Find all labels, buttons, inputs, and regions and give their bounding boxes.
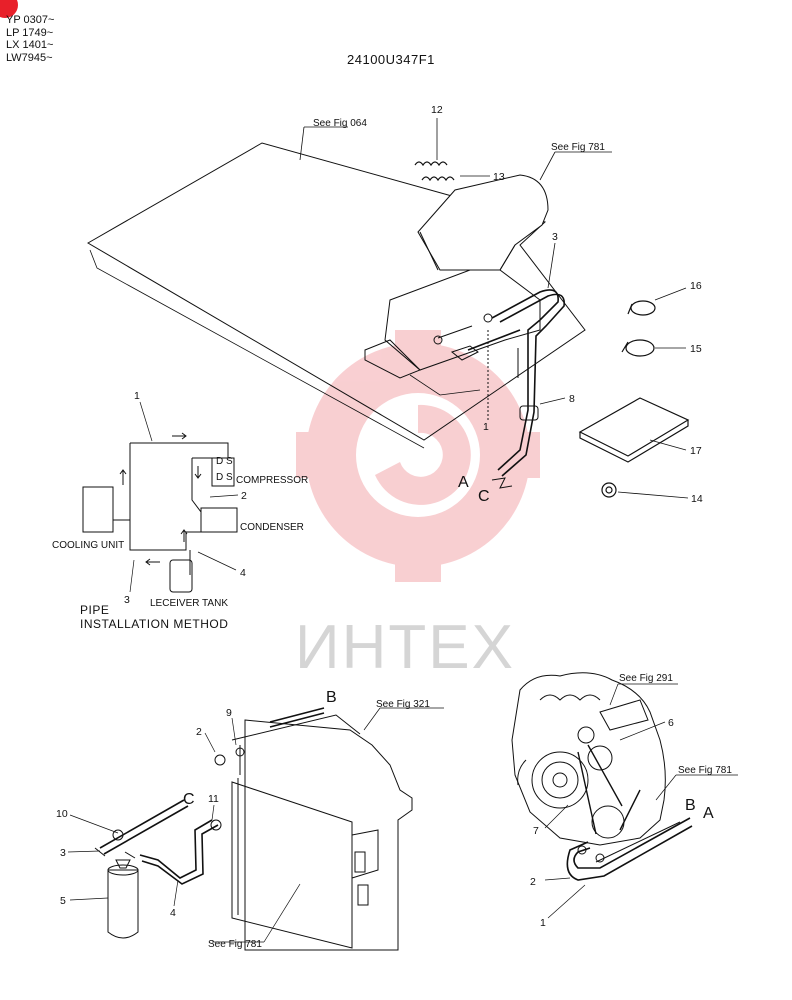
callout-17: 17: [690, 445, 702, 457]
condenser-label: CONDENSER: [240, 522, 304, 533]
port-s-label-2: S: [226, 472, 233, 483]
pipe-letter-c-top: C: [478, 488, 490, 505]
plate-17: [578, 397, 690, 457]
callout-3-schematic: 3: [124, 594, 130, 606]
ref-fig064: See Fig 064: [313, 118, 367, 129]
callout-1-engine: 1: [540, 917, 546, 929]
callout-2-engine: 2: [530, 876, 536, 888]
ref-fig291: See Fig 291: [619, 673, 673, 684]
callout-10: 10: [56, 808, 68, 820]
drive-belt: [577, 744, 641, 835]
port-d-label-2: D: [216, 472, 223, 483]
compressor-pulley: [531, 751, 589, 809]
callout-12: 12: [431, 104, 443, 116]
callout-1-schematic: 1: [134, 390, 140, 402]
callout-3-top: 3: [552, 231, 558, 243]
callout-11: 11: [208, 793, 219, 805]
ref-fig781-engine: See Fig 781: [678, 765, 732, 776]
callout-2-schematic: 2: [241, 490, 247, 502]
schematic-caption: PIPE INSTALLATION METHOD: [80, 603, 228, 631]
leader-lines-top: [299, 118, 689, 499]
callout-4-bottom: 4: [170, 907, 176, 919]
ref-fig321: See Fig 321: [376, 699, 430, 710]
serial-range: LX 1401~: [6, 39, 54, 51]
condenser-assembly: [67, 707, 444, 951]
pipe-letter-a-engine: A: [703, 805, 714, 822]
pipe-4-bottom: [139, 819, 213, 879]
receiver-tank-box: [169, 559, 193, 593]
cooling-unit-box: [82, 486, 114, 533]
serial-range: YP 0307~: [6, 14, 55, 26]
ref-fig781-top: See Fig 781: [551, 142, 605, 153]
clip-parts-12-13: [414, 161, 455, 182]
receiver-tank: [107, 869, 139, 939]
top-assembly: [87, 142, 586, 489]
pipe-letter-c-bottom: C: [183, 791, 195, 808]
callout-8: 8: [569, 393, 575, 405]
watermark-text: ИНТЕХ: [295, 613, 515, 682]
engine-assembly: [511, 672, 738, 919]
callout-9: 9: [226, 707, 232, 719]
document-code: 24100U347F1: [347, 52, 435, 67]
callout-14: 14: [691, 493, 703, 505]
callout-1-top: 1: [483, 421, 489, 433]
callout-3-bottom: 3: [60, 847, 66, 859]
callout-16: 16: [690, 280, 702, 292]
port-d-label: D: [216, 456, 223, 467]
pipe-letter-a-top: A: [458, 474, 469, 491]
small-parts-14-17: [578, 300, 690, 498]
callout-6: 6: [668, 717, 674, 729]
ref-fig781-bottom: See Fig 781: [208, 939, 262, 950]
callout-13: 13: [493, 171, 505, 183]
caption-line: INSTALLATION METHOD: [80, 617, 229, 631]
callout-4-schematic: 4: [240, 567, 246, 579]
receiver-tank-label: LECEIVER TANK: [150, 598, 228, 609]
watermark-logo: [296, 330, 540, 582]
compressor-label: COMPRESSOR: [236, 475, 308, 486]
pipe-letter-b-bottom: B: [326, 689, 337, 706]
caption-line: PIPE: [80, 603, 110, 617]
corner-marker: [0, 0, 18, 18]
pipe-schematic: [82, 401, 239, 593]
callout-7: 7: [533, 825, 539, 837]
pipe-letter-b-engine: B: [685, 797, 696, 814]
callout-5: 5: [60, 895, 66, 907]
serial-range-list: YP 0307~ LP 1749~ LX 1401~ LW7945~: [6, 14, 54, 64]
cooling-unit-label: COOLING UNIT: [52, 540, 124, 551]
callout-2-bottom: 2: [196, 726, 202, 738]
pipe-engine-1: [573, 817, 691, 869]
callout-15: 15: [690, 343, 702, 355]
port-s-label: S: [226, 456, 233, 467]
condenser-core: [231, 781, 353, 949]
serial-range: LW7945~: [6, 51, 53, 64]
cab-floor-plate: [87, 142, 586, 441]
serial-range: LP 1749~: [6, 26, 54, 39]
